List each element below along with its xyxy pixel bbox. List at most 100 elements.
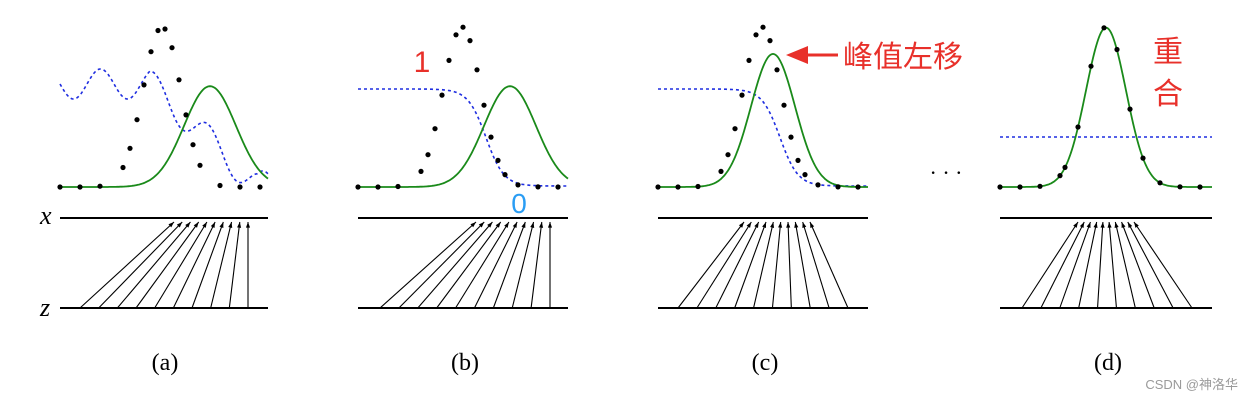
mapping-arrow <box>794 221 811 309</box>
mapping-arrow <box>191 221 224 309</box>
mapping-arrow <box>1059 221 1091 309</box>
label-zero: 0 <box>511 188 527 219</box>
mapping-arrow <box>228 221 241 309</box>
real-data-point <box>795 157 801 163</box>
mapping-arrowhead <box>754 222 759 228</box>
real-data-point <box>1157 180 1163 186</box>
mapping-arrow <box>436 221 502 309</box>
real-data-point <box>760 24 766 30</box>
mapping-arrow <box>802 221 830 309</box>
caption-a: (a) <box>152 350 179 376</box>
mapping-arrow <box>398 221 485 309</box>
caption-c: (c) <box>752 350 779 376</box>
caption-d: (d) <box>1094 350 1122 376</box>
real-data-point <box>502 172 508 178</box>
mapping-arrow <box>154 221 208 309</box>
x-axis-label: x <box>39 201 52 230</box>
real-data-point <box>425 152 431 158</box>
real-data-point <box>148 49 154 55</box>
real-data-point <box>1177 184 1183 190</box>
real-data-point <box>515 182 521 188</box>
mapping-arrow <box>455 221 510 309</box>
mapping-arrow <box>771 221 782 309</box>
panel-d <box>997 25 1212 309</box>
mapping-arrowhead <box>185 222 191 228</box>
real-data-point <box>169 45 175 51</box>
mapping-arrow <box>530 221 543 309</box>
real-data-point <box>1062 164 1068 170</box>
real-data-point <box>141 82 147 88</box>
real-data-point <box>474 67 480 73</box>
mapping-arrowhead <box>176 222 183 228</box>
mapping-arrow <box>1108 221 1117 309</box>
real-data-point <box>555 184 561 190</box>
discriminator-curve <box>658 88 868 187</box>
mapping-arrowhead <box>521 222 526 228</box>
real-data-point <box>1101 25 1107 31</box>
mapping-arrowhead <box>512 222 518 228</box>
watermark: CSDN @神洛华 <box>1145 377 1238 392</box>
mapping-arrow <box>677 221 745 309</box>
label-coincide-bottom: 合 <box>1153 78 1183 111</box>
real-data-point <box>1197 184 1203 190</box>
label-peak-shift-left: 峰值左移 <box>843 41 963 74</box>
z-axis-label: z <box>39 293 50 322</box>
real-data-point <box>481 102 487 108</box>
ellipsis: · · · <box>930 160 963 185</box>
generated-distribution-curve <box>358 85 569 188</box>
real-data-point <box>1114 46 1120 53</box>
real-data-point <box>418 168 424 174</box>
mapping-arrow <box>715 221 760 309</box>
real-data-point <box>739 92 745 98</box>
mapping-arrow <box>1097 221 1104 309</box>
real-data-point <box>535 184 541 190</box>
mapping-arrow <box>473 221 518 309</box>
mapping-arrowhead <box>245 222 251 228</box>
mapping-arrowhead <box>168 222 174 228</box>
mapping-arrowhead <box>794 222 799 228</box>
discriminator-curve <box>358 88 568 187</box>
real-data-point <box>732 126 738 132</box>
mapping-arrowhead <box>504 222 509 228</box>
mapping-arrowhead <box>495 222 501 228</box>
real-data-point <box>695 183 701 190</box>
mapping-arrow <box>753 221 774 309</box>
real-data-point <box>460 24 466 30</box>
real-data-point <box>375 184 381 190</box>
real-data-point <box>488 134 494 140</box>
mapping-arrow <box>116 221 191 309</box>
real-data-point <box>120 164 126 171</box>
real-data-point <box>1037 183 1043 189</box>
mapping-arrowhead <box>1093 222 1098 228</box>
mapping-arrowhead <box>1127 222 1133 228</box>
real-data-point <box>718 168 724 174</box>
mapping-arrow <box>1021 221 1079 309</box>
mapping-arrow <box>511 221 535 309</box>
panel-c <box>655 24 868 309</box>
real-data-point <box>781 102 787 108</box>
mapping-arrowhead <box>1107 222 1112 228</box>
real-data-point <box>767 38 773 44</box>
mapping-arrow <box>79 221 175 309</box>
real-data-point <box>467 38 473 44</box>
mapping-arrow <box>734 221 767 309</box>
real-data-point <box>453 32 459 38</box>
mapping-arrowhead <box>1079 222 1085 228</box>
real-data-point <box>162 26 168 32</box>
mapping-arrowhead <box>547 222 553 228</box>
label-one: 1 <box>414 46 431 79</box>
mapping-arrowhead <box>738 222 744 228</box>
mapping-arrow <box>172 221 216 309</box>
real-data-point <box>432 126 438 132</box>
mapping-arrowhead <box>1073 222 1078 228</box>
real-data-point <box>997 184 1003 190</box>
mapping-arrow <box>1121 221 1155 309</box>
real-data-point <box>57 184 63 190</box>
peak-shift-arrow <box>786 46 838 64</box>
mapping-arrow <box>1114 221 1136 309</box>
mapping-arrowhead <box>1121 222 1126 228</box>
real-data-point <box>77 184 83 190</box>
mapping-arrow <box>809 221 849 309</box>
mapping-arrow <box>417 221 493 309</box>
